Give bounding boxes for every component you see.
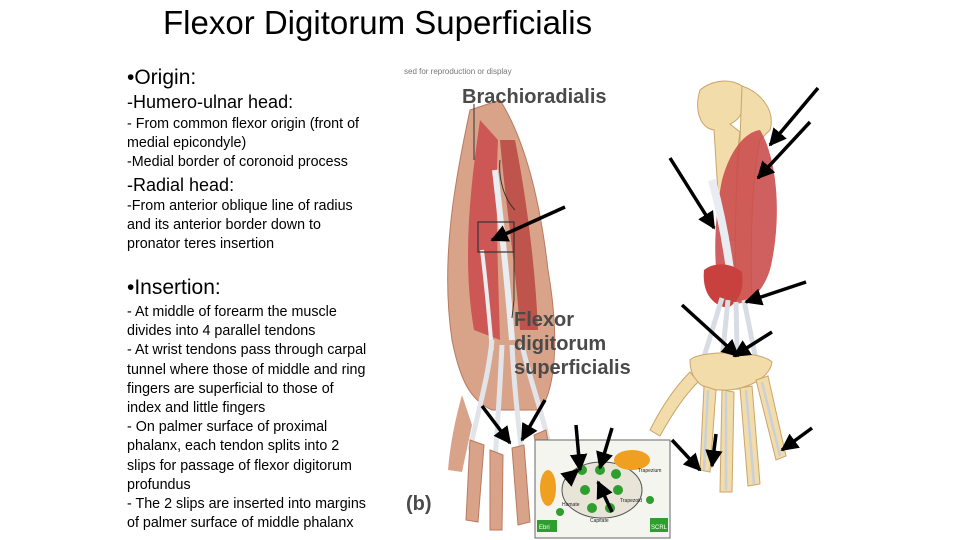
arrow-muscle-belly <box>744 280 807 306</box>
insertion-line-12: of palmer surface of middle phalanx <box>127 515 354 532</box>
radial-head-description: -From anterior oblique line of radius an… <box>127 197 395 255</box>
insertion-line-11: - The 2 slips are inserted into margins <box>127 496 366 513</box>
insertion-line-2: divides into 4 parallel tendons <box>127 323 316 340</box>
inset-label-capitate: Capitate <box>590 518 609 524</box>
insertion-line-8: phalanx, each tendon splits into 2 <box>127 438 340 455</box>
radial-line-3: pronator teres insertion <box>127 236 275 253</box>
insertion-line-1: - At middle of forearm the muscle <box>127 304 337 320</box>
radial-head-heading: -Radial head: <box>127 175 235 195</box>
arrow-inset-4 <box>596 480 614 513</box>
inset-label-trapezoid: Trapezoid <box>620 498 642 504</box>
label-fds-line-2: digitorum <box>514 333 606 355</box>
anatomy-figure: sed for reproduction or display Brachior… <box>404 67 820 539</box>
arrow-left-hand-wrist <box>520 399 547 442</box>
insertion-line-10: profundus <box>127 476 191 493</box>
insertion-line-4: tunnel where those of middle and ring <box>127 361 366 378</box>
insertion-line-9: slips for passage of flexor digitorum <box>127 457 352 474</box>
arrow-tendons-right <box>732 330 773 358</box>
insertion-line-5: fingers are superficial to those of <box>127 380 334 397</box>
forearm-illustration-left <box>447 99 559 531</box>
radial-line-2: and its anterior border down to <box>127 217 321 234</box>
humero-ulnar-line-2: medial epicondyle) <box>127 135 247 152</box>
arrow-inset-1 <box>569 424 588 472</box>
arrow-left-hand-finger <box>480 404 512 445</box>
arrow-inset-2 <box>596 427 614 470</box>
insertion-description: - At middle of forearm the muscle divide… <box>127 303 395 533</box>
arrow-upper-right-2 <box>756 120 812 180</box>
pointer-arrows <box>480 86 820 513</box>
insertion-line-7: - On palmer surface of proximal <box>127 419 328 436</box>
figure-top-caption: sed for reproduction or display <box>404 67 512 76</box>
inset-label-trapezium: Trapezium <box>638 468 661 474</box>
insertion-heading: •Insertion: <box>127 276 221 299</box>
arrow-upper-right-1 <box>768 86 820 147</box>
label-fds-line-1: Flexor <box>514 309 574 331</box>
arrow-finger-1 <box>670 438 702 472</box>
arrow-inset-3 <box>560 468 580 487</box>
label-brachioradialis: Brachioradialis <box>462 86 607 108</box>
arrow-finger-2 <box>705 433 723 468</box>
humero-ulnar-description: - From common flexor origin (front of me… <box>127 115 395 173</box>
inset-label-scrl: SCRL <box>651 525 668 531</box>
insertion-line-6: index and little fingers <box>127 400 266 417</box>
radial-line-1: -From anterior oblique line of radius <box>127 198 353 214</box>
arrow-medial-epicondyle <box>668 157 716 230</box>
arrow-tendons-left <box>680 303 740 358</box>
insertion-line-3: - At wrist tendons pass through carpal <box>127 342 367 359</box>
panel-label: (b) <box>406 493 432 515</box>
humero-ulnar-line-3: -Medial border of coronoid process <box>127 154 348 171</box>
forearm-illustration-right <box>649 80 787 493</box>
inset-label-hamate: Hamate <box>562 502 580 508</box>
humero-ulnar-head-heading: -Humero-ulnar head: <box>127 92 294 112</box>
humero-ulnar-line-1: - From common flexor origin (front of <box>127 116 359 132</box>
slide-title: Flexor Digitorum Superficialis <box>163 4 593 41</box>
label-fds-line-3: superficialis <box>514 357 631 379</box>
origin-heading: •Origin: <box>127 66 197 89</box>
arrow-finger-3 <box>780 426 814 452</box>
inset-label-ebri: Ebri <box>539 525 550 531</box>
arrow-radial-head <box>490 205 566 242</box>
